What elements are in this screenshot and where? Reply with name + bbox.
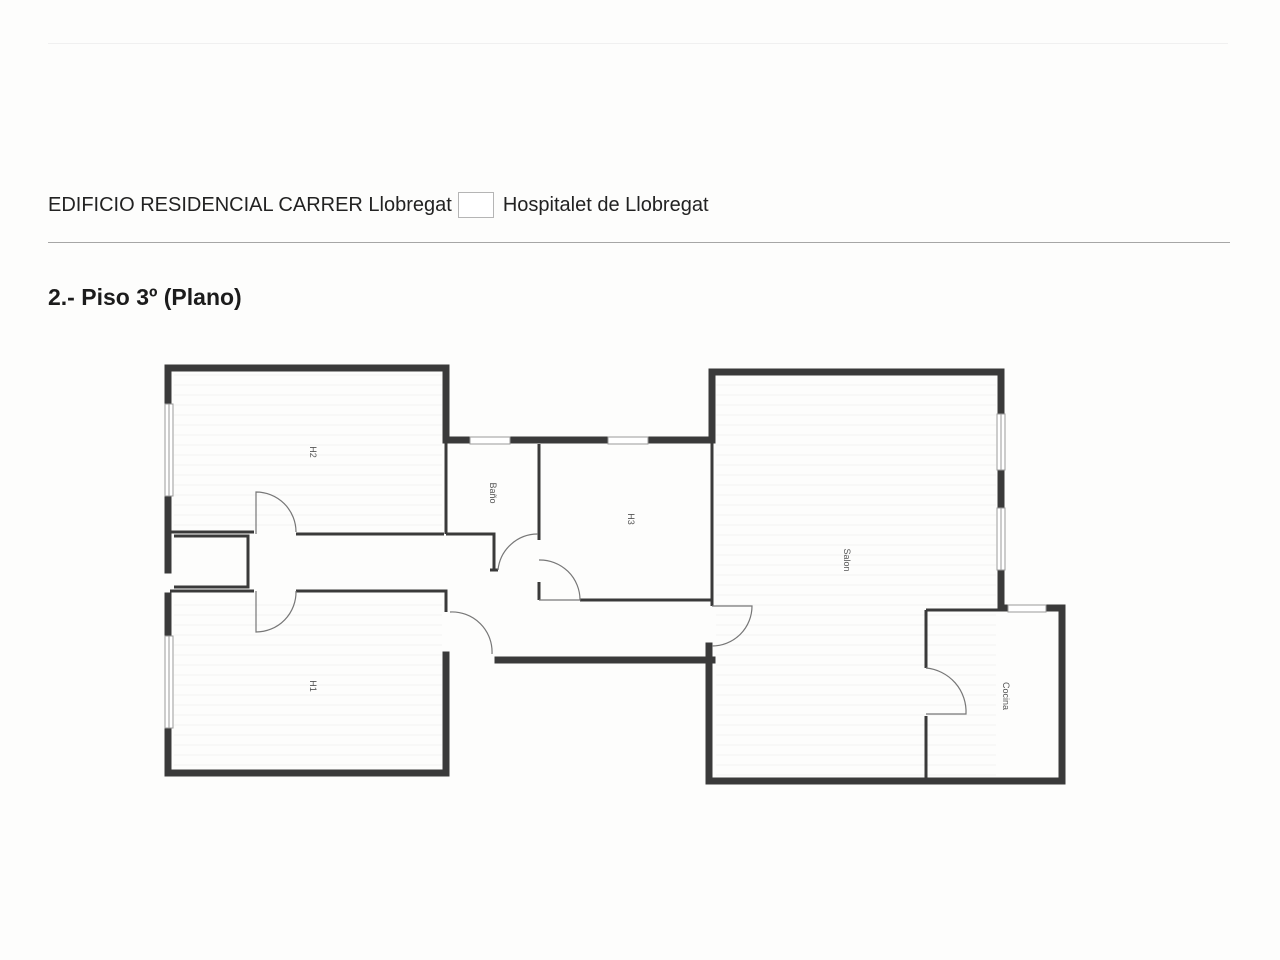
window-bano: [469, 436, 511, 445]
door-h1: [255, 590, 297, 633]
header-rule: [48, 242, 1230, 243]
blank-field-box: [457, 192, 494, 218]
section-title: 2.- Piso 3º (Plano): [48, 284, 242, 310]
building-name: EDIFICIO RESIDENCIAL CARRER Llobregat: [48, 193, 452, 216]
doors: [255, 491, 967, 715]
door-corridor: [449, 611, 493, 655]
walls: [164, 364, 1066, 785]
room-label-salon: Salon: [842, 548, 852, 571]
floor-texture: [174, 374, 996, 776]
document-header: EDIFICIO RESIDENCIAL CARRER Llobregat Ho…: [48, 188, 709, 222]
door-bano: [497, 533, 539, 571]
room-label-bano: Baño: [488, 482, 498, 503]
room-label-h3: H3: [626, 513, 636, 525]
window-h3: [607, 436, 649, 445]
door-h3: [538, 559, 581, 601]
interior-walls: [170, 440, 1001, 778]
city-name: Hospitalet de Llobregat: [502, 193, 709, 216]
room-label-h1: H1: [308, 680, 318, 692]
door-h2: [255, 491, 297, 534]
window-cocina: [1007, 604, 1047, 613]
room-label-h2: H2: [308, 446, 318, 458]
room-label-cocina: Cocina: [1001, 682, 1011, 710]
room-labels: H2 H1 Baño H3 Salon Cocina: [308, 446, 1011, 710]
door-salon: [711, 605, 753, 647]
top-faint-rule: [48, 43, 1228, 44]
door-cocina: [925, 667, 967, 715]
windows: [164, 403, 1047, 729]
